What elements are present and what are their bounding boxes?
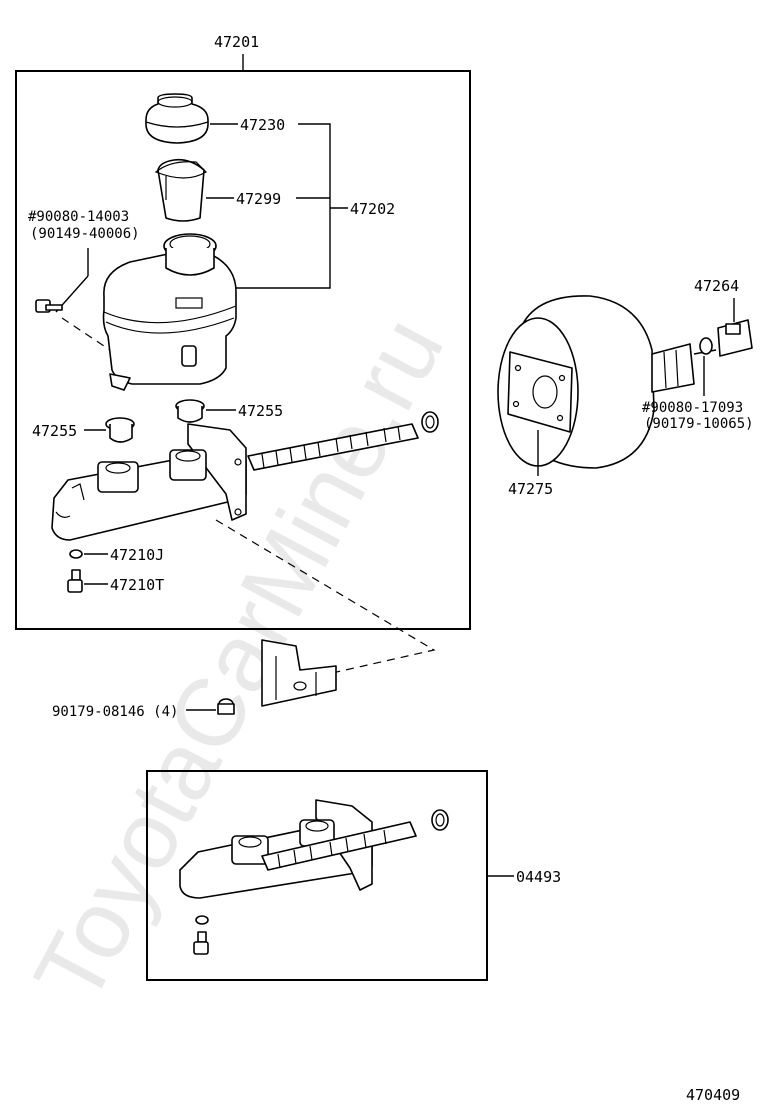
label-47202[interactable]: 47202 bbox=[350, 200, 395, 218]
label-47264[interactable]: 47264 bbox=[694, 277, 739, 295]
strainer-part[interactable] bbox=[154, 158, 207, 222]
label-47210T[interactable]: 47210T bbox=[110, 576, 164, 594]
label-47210J[interactable]: 47210J bbox=[110, 546, 164, 564]
label-47275[interactable]: 47275 bbox=[508, 480, 553, 498]
brake-booster-part[interactable] bbox=[497, 295, 717, 469]
reservoir-cap-part[interactable] bbox=[145, 93, 209, 144]
label-90179-10065[interactable]: (90179-10065) bbox=[644, 416, 754, 432]
master-cylinder-part[interactable] bbox=[51, 423, 247, 541]
kit-gasket-part[interactable] bbox=[195, 915, 209, 925]
reservoir-screw-part[interactable] bbox=[35, 299, 63, 313]
label-90179-08146[interactable]: 90179-08146 (4) bbox=[52, 704, 178, 720]
grommet-right-part[interactable] bbox=[175, 399, 205, 423]
label-47201[interactable]: 47201 bbox=[214, 33, 259, 51]
label-47255-left[interactable]: 47255 bbox=[32, 422, 77, 440]
label-04493[interactable]: 04493 bbox=[516, 868, 561, 886]
kit-piston-part[interactable] bbox=[261, 809, 449, 871]
label-90149-40006[interactable]: (90149-40006) bbox=[30, 226, 140, 242]
label-47230[interactable]: 47230 bbox=[240, 116, 285, 134]
diagram-number: 470409 bbox=[686, 1086, 740, 1104]
reservoir-tank-part[interactable] bbox=[102, 233, 237, 391]
grommet-left-part[interactable] bbox=[105, 417, 135, 443]
bleeder-plug-part[interactable] bbox=[67, 569, 83, 593]
dash-screw bbox=[61, 317, 111, 351]
clevis-part[interactable] bbox=[717, 319, 753, 357]
gasket-part[interactable] bbox=[69, 549, 83, 559]
nut-part[interactable] bbox=[217, 698, 235, 715]
mounting-bracket-part[interactable] bbox=[261, 639, 337, 707]
piston-assembly-part[interactable] bbox=[247, 411, 439, 471]
kit-bleeder-part[interactable] bbox=[193, 931, 209, 955]
booster-nut-part[interactable] bbox=[699, 337, 713, 355]
label-90080-17093[interactable]: #90080-17093 bbox=[642, 400, 743, 416]
label-47299[interactable]: 47299 bbox=[236, 190, 281, 208]
label-47255-right[interactable]: 47255 bbox=[238, 402, 283, 420]
dash-mount bbox=[215, 519, 436, 679]
label-90080-14003[interactable]: #90080-14003 bbox=[28, 209, 129, 225]
bracket-47202 bbox=[232, 123, 331, 289]
